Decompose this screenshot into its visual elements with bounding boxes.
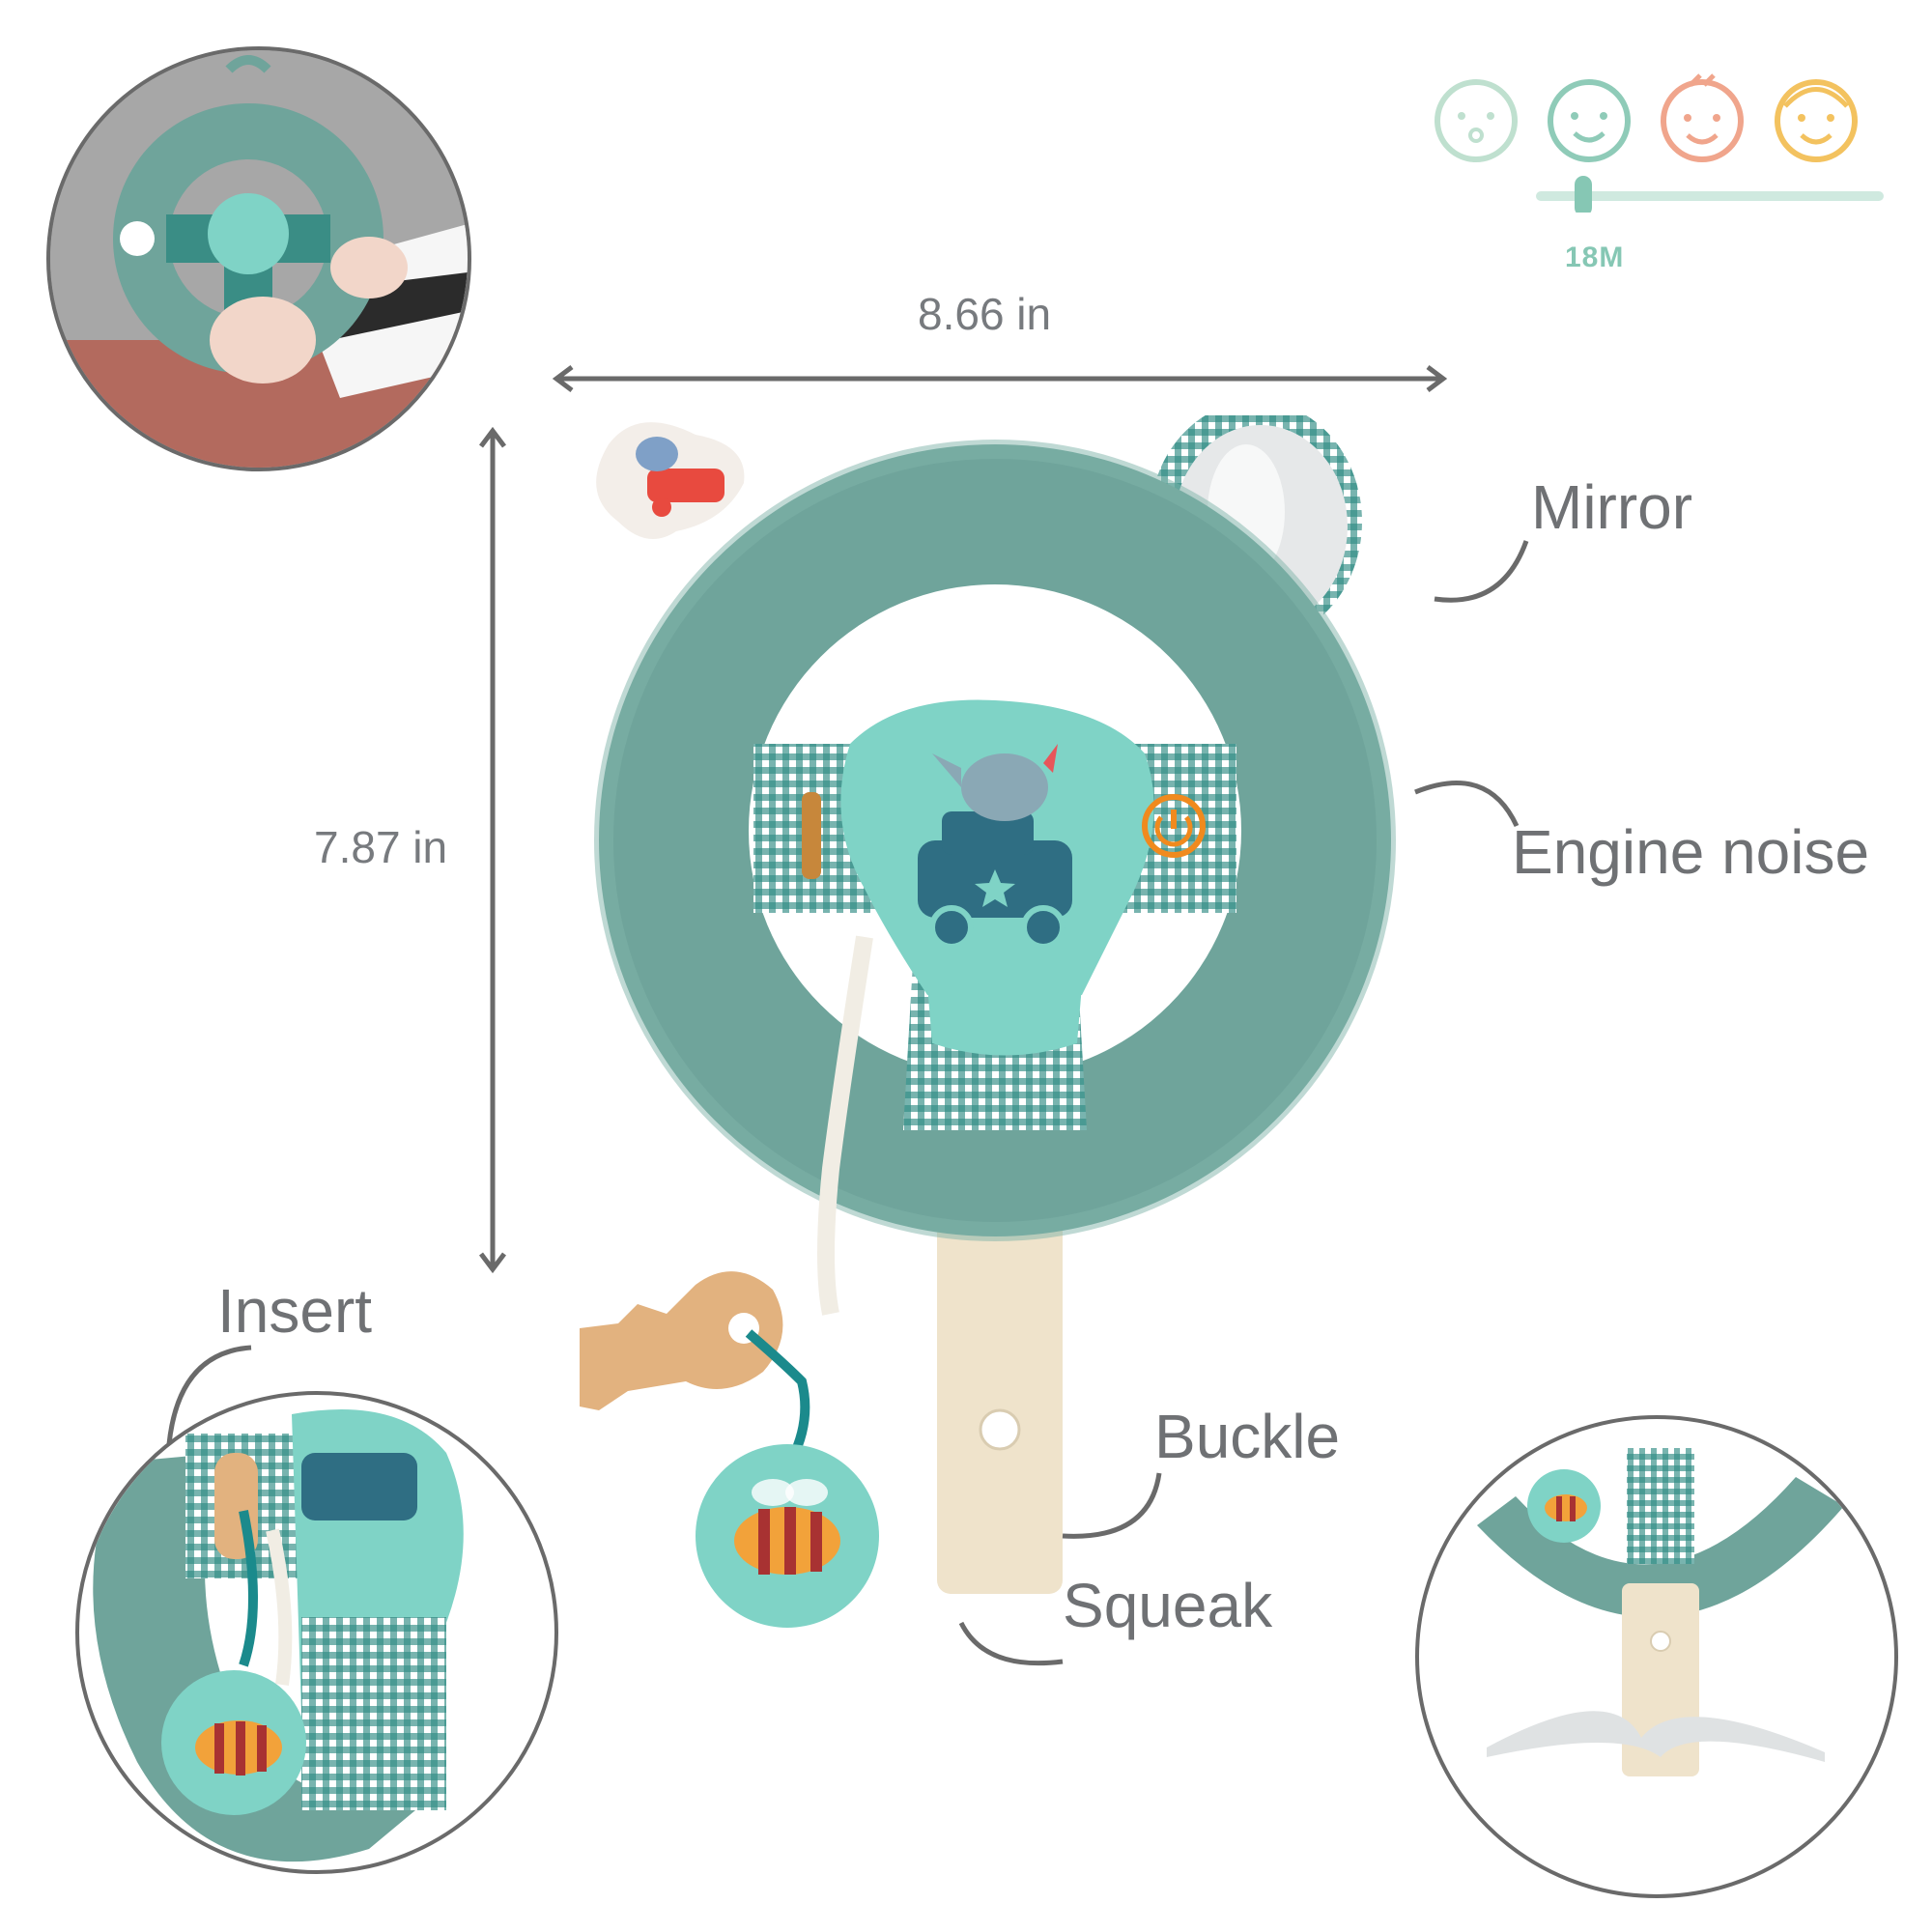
age-scale: 18M: [1430, 68, 1893, 280]
insert-slot: [802, 792, 821, 879]
insert-detail-illustration: [93, 1409, 464, 1862]
height-arrow: [479, 426, 506, 1274]
callout-engine-noise-line: [1414, 781, 1520, 828]
height-dimension-label: 7.87 in: [314, 822, 448, 872]
engine-noise-button[interactable]: [1142, 794, 1206, 858]
callout-squeak-line: [958, 1621, 1064, 1666]
callout-insert-line: [166, 1345, 252, 1445]
steering-wheel-toy: [580, 415, 1396, 1628]
age-faces: [1435, 73, 1884, 213]
teal-cord: [745, 1329, 810, 1462]
baby-face-icon: [1548, 79, 1631, 162]
toddler-face-icon: [1661, 73, 1744, 162]
age-track: [1536, 191, 1884, 201]
callout-mirror: Mirror: [1531, 472, 1693, 542]
bee-squeaker: [696, 1444, 879, 1628]
inset-photo-buckle-detail: [1415, 1415, 1898, 1898]
callout-squeak: Squeak: [1063, 1571, 1273, 1640]
callout-insert: Insert: [217, 1276, 373, 1346]
age-marker: [1575, 176, 1592, 213]
child-face-icon: [1775, 79, 1858, 162]
callout-engine-noise: Engine noise: [1512, 817, 1870, 887]
crinkle-tag: [596, 422, 745, 539]
inset-photo-insert-detail: [75, 1391, 558, 1874]
age-label: 18M: [1565, 242, 1625, 273]
in-use-illustration: [50, 50, 468, 468]
width-arrow: [552, 365, 1448, 392]
callout-buckle: Buckle: [1154, 1402, 1341, 1471]
width-dimension-label: 8.66 in: [918, 289, 1052, 339]
inset-photo-in-use: [46, 46, 471, 471]
callout-mirror-line: [1434, 540, 1529, 603]
callout-buckle-line: [1062, 1472, 1162, 1539]
ribbon: [817, 935, 873, 1316]
center-pad: [840, 699, 1154, 1056]
buckle-detail-illustration: [1477, 1448, 1844, 1776]
newborn-face-icon: [1435, 79, 1518, 162]
buckle-strap: [937, 1208, 1063, 1594]
